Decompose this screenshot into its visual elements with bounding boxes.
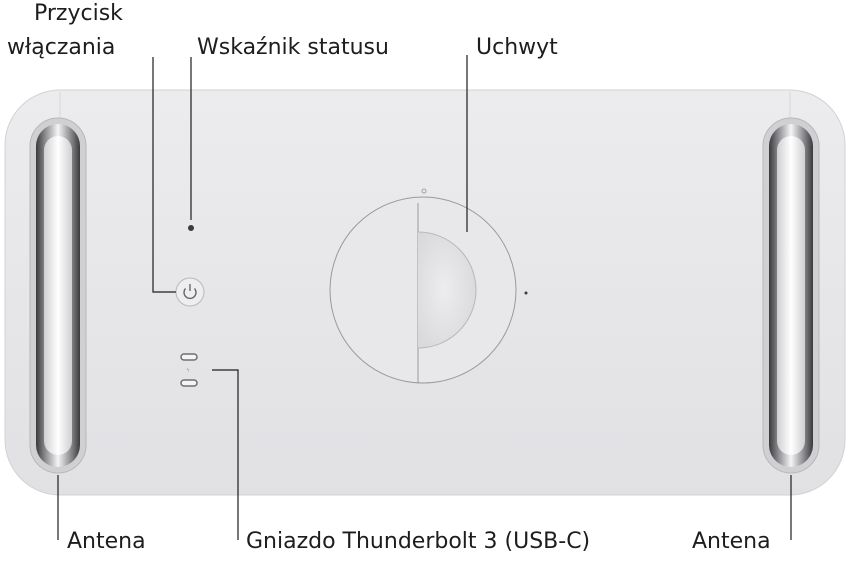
power-button-label-line1: Przycisk (34, 1, 123, 26)
power-button (175, 277, 205, 307)
callout-lines (57, 55, 792, 540)
callout-thunderbolt (212, 369, 239, 540)
status-indicator-label: Wskaźnik statusu (197, 35, 389, 60)
left-antenna-handle (29, 117, 87, 474)
status-indicator-light (188, 225, 194, 231)
lid-handle (329, 188, 528, 384)
svg-text:ϟ: ϟ (186, 368, 189, 374)
thunderbolt-ports: ϟ (180, 353, 198, 387)
right-antenna-handle (762, 117, 820, 474)
antenna-left-label: Antena (67, 529, 146, 554)
callout-power (152, 57, 176, 293)
handle-label: Uchwyt (476, 35, 558, 60)
power-button-label-line2: włączania (7, 35, 116, 60)
thunderbolt-label: Gniazdo Thunderbolt 3 (USB-C) (246, 529, 591, 554)
antenna-right-label: Antena (692, 529, 771, 554)
